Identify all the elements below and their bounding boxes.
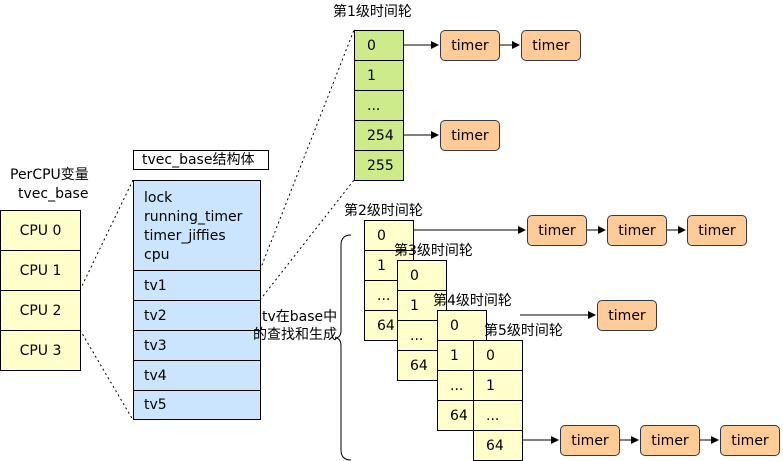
cpu-cell-2[interactable]: CPU 2	[0, 290, 81, 331]
wheel2-title: 第2级时间轮	[344, 203, 423, 219]
tvec-tv2[interactable]: tv2	[133, 300, 261, 331]
tvec-field-timer-jiffies: timer_jiffies	[144, 228, 226, 244]
timer-node[interactable]: timer	[560, 425, 620, 456]
wheel5-title: 第5级时间轮	[484, 323, 563, 339]
wheel3-title: 第3级时间轮	[394, 243, 473, 259]
brace	[334, 234, 352, 461]
percpu-title-line1: PerCPU变量	[10, 167, 89, 183]
wheel3-slot-0[interactable]: 0	[397, 260, 447, 291]
wheel1-slot-0[interactable]: 0	[354, 30, 404, 61]
wheel5-slot-1[interactable]: 1	[473, 370, 523, 401]
cpu-cell-1[interactable]: CPU 1	[0, 250, 81, 291]
timer-node[interactable]: timer	[440, 30, 500, 61]
cpu-cell-3[interactable]: CPU 3	[0, 330, 81, 371]
timer-node[interactable]: timer	[527, 215, 587, 246]
tvec-field-cpu: cpu	[144, 247, 170, 263]
timer-node[interactable]: timer	[640, 425, 700, 456]
tvec-field-running-timer: running_timer	[144, 209, 243, 225]
wheel1-slot-255[interactable]: 255	[354, 150, 404, 181]
tvec-tv3[interactable]: tv3	[133, 330, 261, 361]
brace-label-line2: 的查找和生成	[253, 327, 337, 343]
wheel1-slot-254[interactable]: 254	[354, 120, 404, 151]
timer-node[interactable]: timer	[607, 215, 667, 246]
tvec-tv4[interactable]: tv4	[133, 360, 261, 391]
cpu-cell-0[interactable]: CPU 0	[0, 210, 81, 251]
timer-node[interactable]: timer	[687, 215, 747, 246]
wheel4-slot-0[interactable]: 0	[437, 310, 487, 341]
tvec-tv1[interactable]: tv1	[133, 270, 261, 301]
wheel5-slot-0[interactable]: 0	[473, 340, 523, 371]
percpu-title-line2: tvec_base	[18, 186, 89, 202]
wheel1-slot-1[interactable]: 1	[354, 60, 404, 91]
tvec-header-fields: lock running_timer timer_jiffies cpu	[133, 180, 261, 271]
wheel1-slot-ellipsis[interactable]: ...	[354, 90, 404, 121]
tvec-title: tvec_base结构体	[133, 150, 269, 170]
tvec-field-lock: lock	[144, 190, 173, 206]
wheel1-title: 第1级时间轮	[333, 4, 412, 20]
timer-node[interactable]: timer	[720, 425, 780, 456]
brace-label-line1: tv在base中	[262, 309, 338, 325]
wheel4-title: 第4级时间轮	[433, 293, 512, 309]
timer-node[interactable]: timer	[440, 120, 500, 151]
timer-node[interactable]: timer	[597, 300, 657, 331]
timer-node[interactable]: timer	[521, 30, 581, 61]
wheel5-slot-ellipsis[interactable]: ...	[473, 400, 523, 431]
tvec-tv5[interactable]: tv5	[133, 390, 261, 420]
wheel5-slot-64[interactable]: 64	[473, 430, 523, 461]
